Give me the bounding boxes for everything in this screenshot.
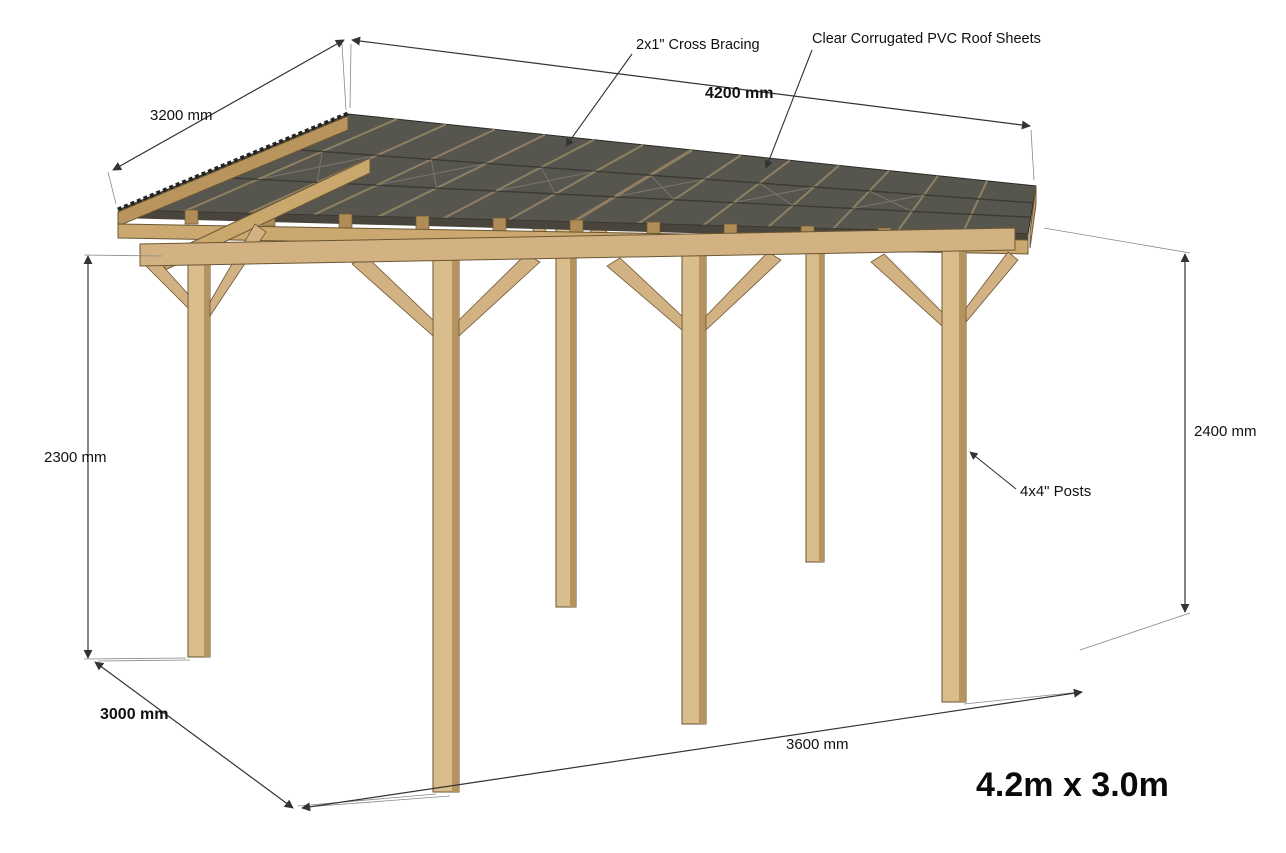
dim-line-4200 — [351, 36, 1031, 130]
callout-leaders — [565, 49, 1017, 490]
roof-sheet — [117, 111, 1037, 235]
post — [870, 249, 1019, 703]
leader-posts — [969, 451, 1017, 490]
dim-label-ground-depth: 3000 mm — [100, 706, 169, 723]
post — [351, 253, 541, 793]
right-cap — [1029, 185, 1037, 249]
dim-label-roof-width: 4200 mm — [705, 85, 774, 102]
knee-brace — [870, 253, 943, 327]
callout-roof-sheets: Clear Corrugated PVC Roof Sheets — [812, 31, 1041, 47]
knee-brace — [351, 255, 434, 337]
dim-line-3200 — [112, 39, 345, 171]
front-beam — [139, 227, 1016, 267]
post — [141, 223, 267, 658]
dim-line-3000 — [94, 661, 294, 809]
callout-cross-bracing: 2x1" Cross Bracing — [636, 37, 760, 53]
size-title: 4.2m x 3.0m — [976, 766, 1169, 804]
dim-line-3600 — [301, 688, 1083, 812]
knee-brace — [458, 253, 541, 337]
leader-roof-sheets — [764, 49, 813, 169]
knee-brace — [705, 251, 782, 331]
leader-cross-bracing — [565, 53, 633, 147]
post — [606, 251, 782, 725]
dimension-lines — [83, 36, 1191, 812]
front-posts — [141, 223, 1019, 793]
dim-label-post-height: 2300 mm — [44, 449, 107, 466]
dim-label-total-height: 2400 mm — [1194, 423, 1257, 440]
knee-brace — [606, 257, 683, 331]
back-posts — [513, 197, 825, 608]
knee-brace — [965, 251, 1019, 324]
dim-label-roof-depth: 3200 mm — [150, 107, 213, 124]
callout-posts: 4x4" Posts — [1020, 483, 1092, 500]
dim-label-post-spacing: 3600 mm — [786, 736, 849, 753]
